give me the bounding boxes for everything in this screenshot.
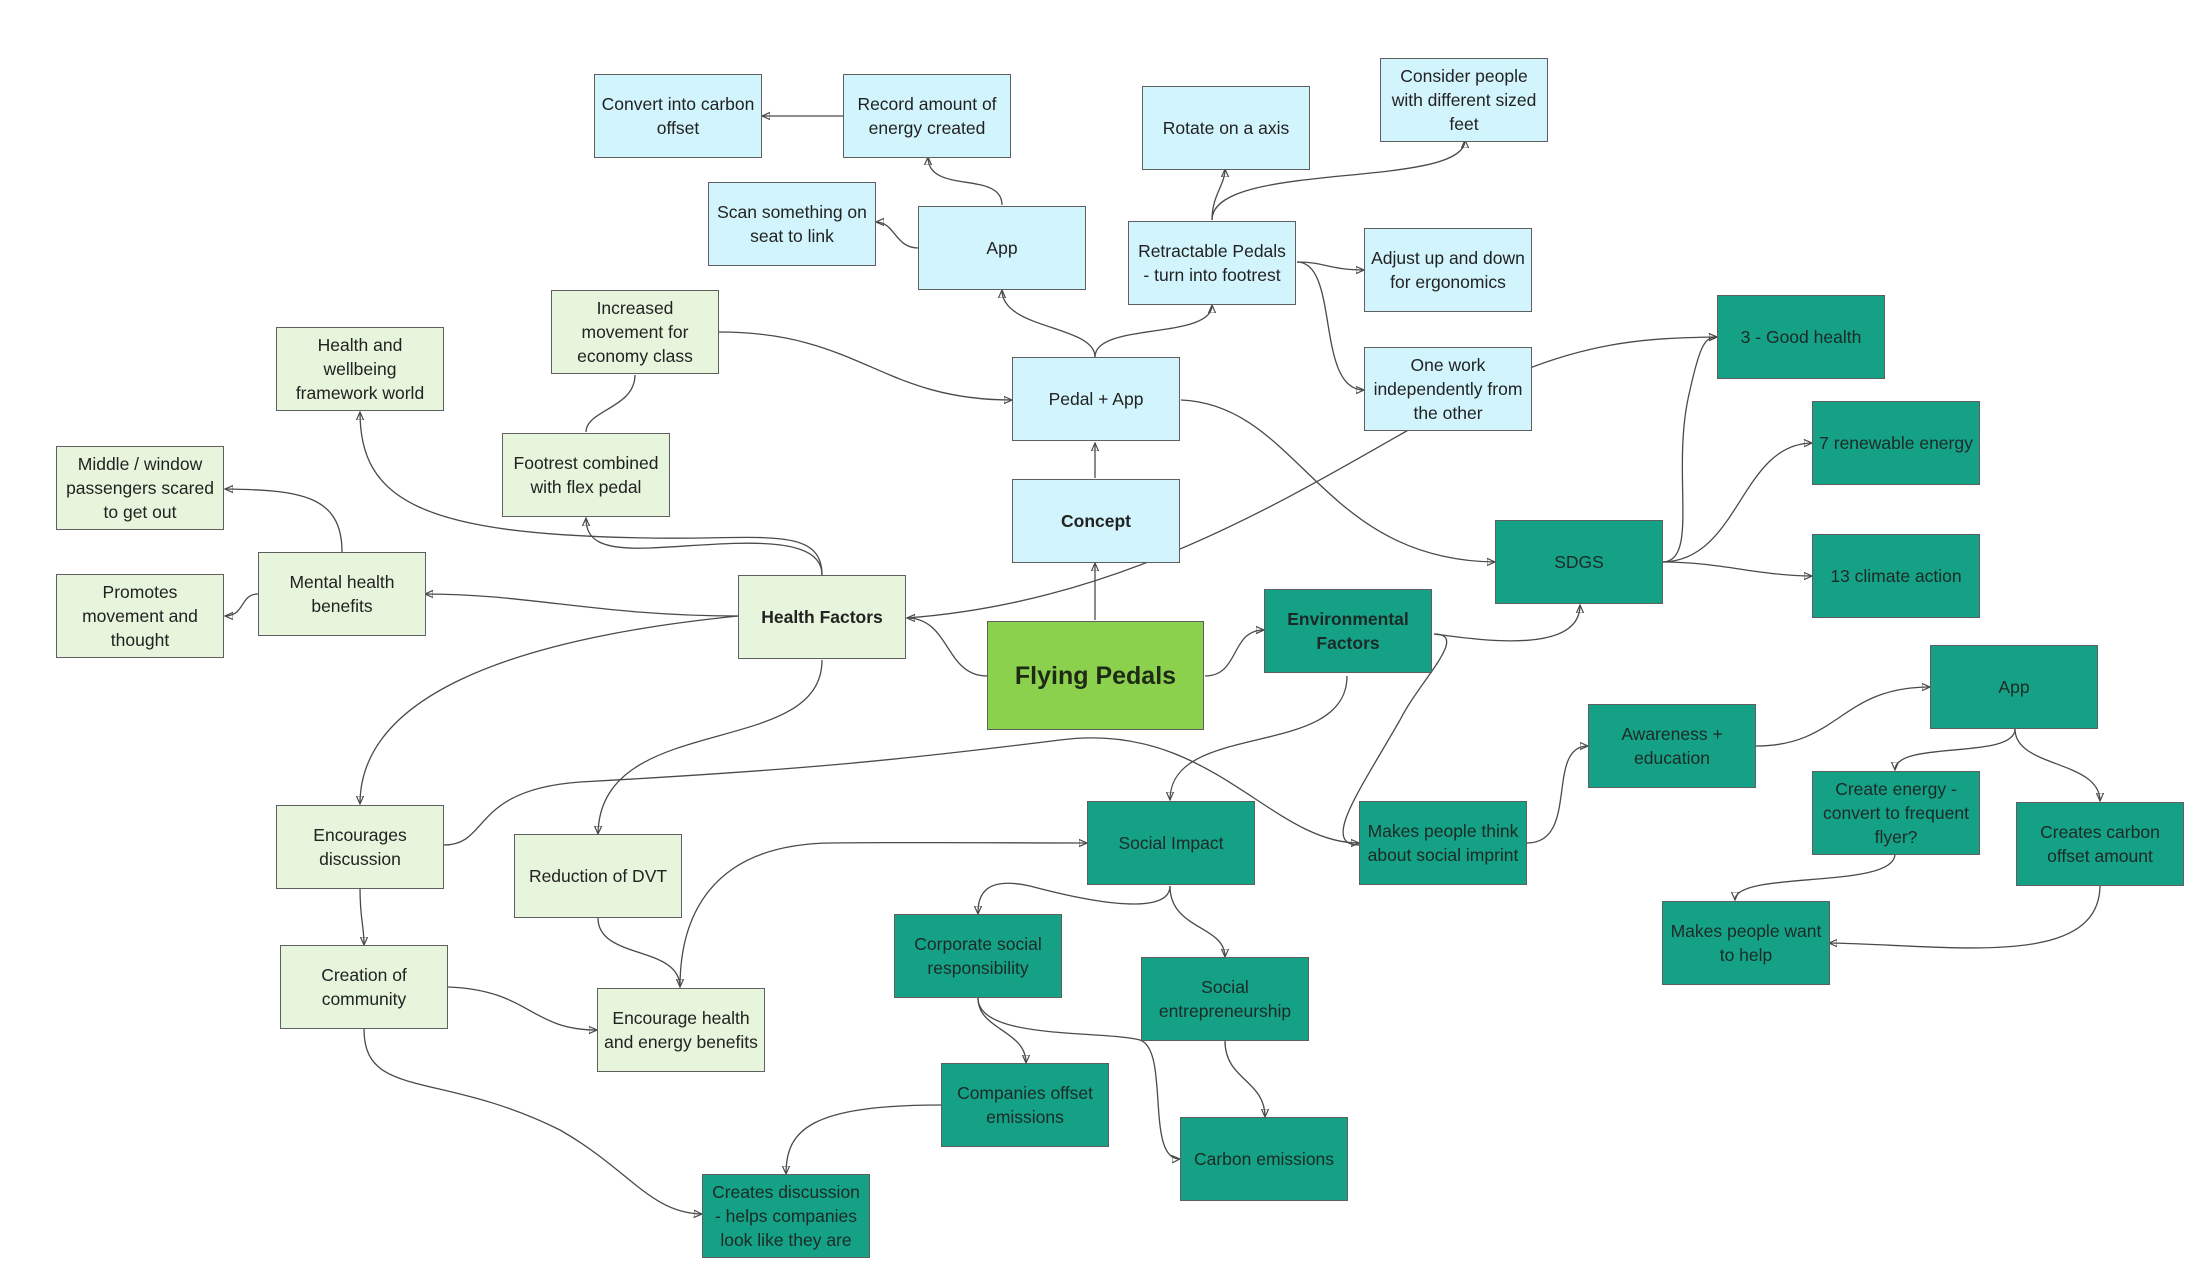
node-carbon-emissions[interactable]: Carbon emissions [1180,1117,1348,1201]
node-reduction-dvt[interactable]: Reduction of DVT [514,834,682,918]
node-flying-pedals[interactable]: Flying Pedals [987,621,1204,730]
node-retractable-pedals[interactable]: Retractable Pedals - turn into footrest [1128,221,1296,305]
edge-social-csr [978,882,1171,914]
node-footrest-flex[interactable]: Footrest combined with flex pedal [502,433,670,517]
node-climate-action[interactable]: 13 climate action [1812,534,1980,618]
node-encourage-health[interactable]: Encourage health and energy benefits [597,988,765,1072]
edge-social-entre [1169,885,1225,957]
edge-app-create [1895,728,2016,770]
edge-health-dvt [598,659,823,834]
edge-discussion-community [359,887,364,945]
edge-health-footrest [586,518,823,576]
node-record-energy[interactable]: Record amount of energy created [843,74,1011,158]
edge-env-social [1170,675,1348,800]
node-work-independently[interactable]: One work independently from the other [1364,347,1532,431]
edge-health-mental [425,594,739,617]
edge-env-sdgs [1433,605,1580,642]
edge-health-discussion [360,615,739,804]
node-increased-movement[interactable]: Increased movement for economy class [551,290,719,374]
edge-imprint-awareness [1526,746,1588,844]
edge-hub-env [1204,630,1264,677]
edge-companies-creates [786,1104,942,1174]
edge-increased-pedalapp [718,331,1012,400]
edge-discussion-imprint [443,737,1359,845]
node-health-factors[interactable]: Health Factors [738,575,906,659]
edge-app-record [928,157,1003,206]
edge-app-scan [876,222,919,249]
node-pedal-app[interactable]: Pedal + App [1012,357,1180,441]
edge-sdgs-renewable [1662,443,1812,563]
edge-retract-feet [1211,140,1465,221]
node-adjust-ergonomics[interactable]: Adjust up and down for ergonomics [1364,228,1532,312]
edge-pedalapp-app [1002,290,1096,358]
node-good-health[interactable]: 3 - Good health [1717,295,1885,379]
node-app-top[interactable]: App [918,206,1086,290]
edge-dvt-encourage [597,917,680,987]
edge-mental-promotes [225,593,259,616]
edge-community-creates [363,1028,702,1214]
edge-mental-middle [225,489,343,553]
edge-pedalapp-retract [1094,305,1212,358]
node-creation-community[interactable]: Creation of community [280,945,448,1029]
edge-sdgs-good [1662,337,1717,563]
edge-entre-carbon [1224,1040,1265,1117]
node-encourages-discussion[interactable]: Encourages discussion [276,805,444,889]
edge-env-imprint [1342,633,1448,846]
edge-community-encourage [447,986,597,1030]
edge-retract-adjust [1296,261,1364,270]
edge-hub-health [907,618,988,677]
edge-app-offset [2014,728,2100,801]
node-rotate-axis[interactable]: Rotate on a axis [1142,86,1310,170]
node-scan-seat[interactable]: Scan something on seat to link [708,182,876,266]
node-environmental-factors[interactable]: Environmental Factors [1264,589,1432,673]
node-makes-people-help[interactable]: Makes people want to help [1662,901,1830,985]
edge-awareness-app [1755,687,1930,747]
edge-health-wellbeing [360,412,823,576]
edge-create-help [1735,853,1896,900]
node-social-imprint[interactable]: Makes people think about social imprint [1359,801,1527,885]
node-sdgs[interactable]: SDGS [1495,520,1663,604]
node-promotes-movement[interactable]: Promotes movement and thought [56,574,224,658]
node-health-wellbeing[interactable]: Health and wellbeing framework world [276,327,444,411]
node-awareness-education[interactable]: Awareness + education [1588,704,1756,788]
node-create-energy[interactable]: Create energy - convert to frequent flye… [1812,771,1980,855]
edge-sdgs-climate [1662,561,1812,576]
node-csr[interactable]: Corporate social responsibility [894,914,1062,998]
node-consider-feet[interactable]: Consider people with different sized fee… [1380,58,1548,142]
node-concept[interactable]: Concept [1012,479,1180,563]
node-social-entrepreneurship[interactable]: Social entrepreneurship [1141,957,1309,1041]
node-convert-carbon-offset[interactable]: Convert into carbon offset [594,74,762,158]
edge-retract-independent [1296,261,1364,390]
node-social-impact[interactable]: Social Impact [1087,801,1255,885]
node-creates-carbon-offset[interactable]: Creates carbon offset amount [2016,802,2184,886]
node-companies-offset[interactable]: Companies offset emissions [941,1063,1109,1147]
edge-footrest-increased [585,374,636,433]
node-middle-window[interactable]: Middle / window passengers scared to get… [56,446,224,530]
node-renewable-energy[interactable]: 7 renewable energy [1812,401,1980,485]
edge-offset-help [1829,884,2101,949]
node-app-right[interactable]: App [1930,645,2098,729]
edge-csr-carbon [977,997,1180,1159]
edge-encourage-social [679,843,1087,988]
node-mental-health[interactable]: Mental health benefits [258,552,426,636]
node-creates-discussion[interactable]: Creates discussion - helps companies loo… [702,1174,870,1258]
edge-csr-companies [977,997,1026,1063]
